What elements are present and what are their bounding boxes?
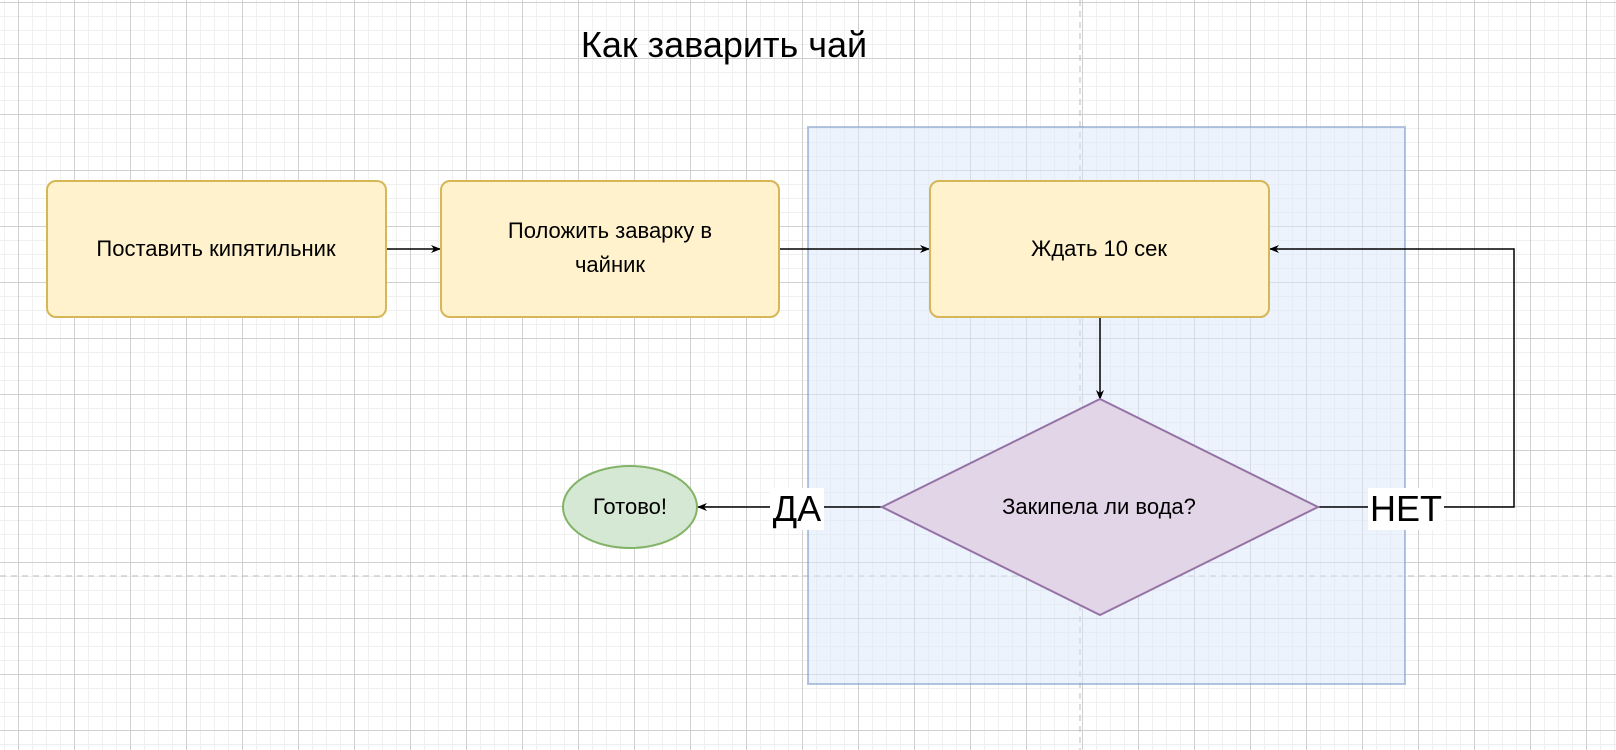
step1-label: Поставить кипятильник <box>96 236 336 261</box>
step3-label: Ждать 10 сек <box>1031 236 1167 261</box>
step2-label-line1: Положить заварку в <box>508 218 712 243</box>
decision-node[interactable]: Закипела ли вода? <box>879 397 1321 617</box>
decision-label: Закипела ли вода? <box>1002 494 1196 519</box>
process-step1[interactable]: Поставить кипятильник <box>46 180 387 318</box>
process-step2[interactable]: Положить заварку в чайник <box>440 180 780 318</box>
edge-label-no[interactable]: НЕТ <box>1370 488 1442 529</box>
end-label: Готово! <box>593 494 667 519</box>
end-node[interactable]: Готово! <box>562 465 698 549</box>
step2-label-line2: чайник <box>575 252 645 277</box>
edge-label-yes[interactable]: ДА <box>773 488 821 529</box>
diagram-title[interactable]: Как заварить чай <box>581 24 867 65</box>
process-step3[interactable]: Ждать 10 сек <box>929 180 1270 318</box>
